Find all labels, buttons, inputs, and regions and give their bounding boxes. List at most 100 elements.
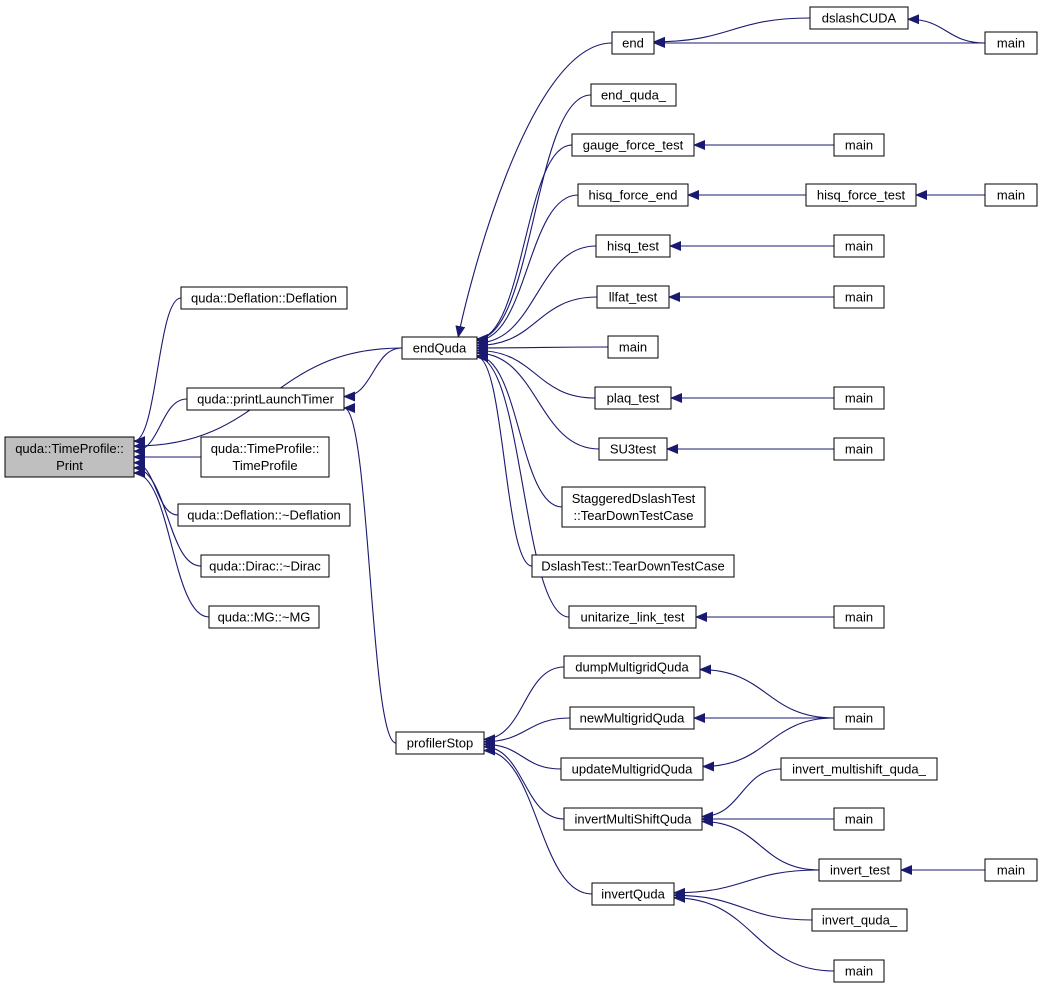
node-hisq_test[interactable]: hisq_test [595,234,671,258]
node-label: DslashTest::TearDownTestCase [541,559,725,574]
node-mg_dtor[interactable]: quda::MG::~MG [208,605,320,629]
node-label: main [997,188,1025,203]
node-dumpMultigridQuda[interactable]: dumpMultigridQuda [563,655,701,679]
node-label: ::TearDownTestCase [574,508,694,523]
node-main_hisq[interactable]: main [833,234,885,258]
node-box [984,183,1038,207]
node-deflation_dtor[interactable]: quda::Deflation::~Deflation [177,503,351,527]
edge-line [483,741,565,820]
node-box [577,183,689,207]
node-label: endQuda [413,341,467,356]
node-box [818,858,902,882]
node-label: SU3test [610,442,657,457]
node-box [531,554,735,578]
node-endQuda[interactable]: endQuda [401,336,478,360]
node-main_llfat[interactable]: main [833,285,885,309]
node-box [563,655,701,679]
edge-line [476,350,563,508]
node-main_unitarize[interactable]: main [833,605,885,629]
node-box [780,757,938,781]
node-box [598,437,668,461]
node-newMultigridQuda[interactable]: newMultigridQuda [569,706,695,730]
node-invertQuda[interactable]: invertQuda [591,882,675,906]
node-invert_quda_[interactable]: invert_quda_ [811,908,908,932]
edge-line [483,666,565,745]
node-unitarize_link_test[interactable]: unitarize_link_test [568,605,697,629]
node-main_invtest[interactable]: main [984,858,1038,882]
node-label: updateMultigridQuda [572,762,693,777]
edge-dumpMultigridQuda-to-profilerStop [483,666,565,745]
node-label: end_quda_ [601,88,667,103]
node-end[interactable]: end [611,31,655,55]
edge-line [476,352,533,567]
edge-line [673,890,813,921]
node-hisq_force_end[interactable]: hisq_force_end [577,183,689,207]
node-label: end [622,36,644,51]
node-label: TimeProfile [232,458,297,473]
node-main_ms[interactable]: main [833,807,885,831]
node-label: main [845,610,873,625]
node-plaq_test[interactable]: plaq_test [594,386,672,410]
edge-main_inv-to-invertQuda [673,892,835,972]
edge-line [483,739,562,770]
node-llfat_test[interactable]: llfat_test [596,285,670,309]
node-printLaunchTimer[interactable]: quda::printLaunchTimer [186,387,345,411]
node-box [595,234,671,258]
node-box [833,133,885,157]
node-invert_multishift_quda_[interactable]: invert_multishift_quda_ [780,757,938,781]
edge-line [907,14,986,44]
edge-line [673,869,820,898]
node-box [401,336,478,360]
node-main_mg[interactable]: main [833,706,885,730]
node-label: main [845,812,873,827]
node-main_inv[interactable]: main [833,959,885,983]
edge-deflation_ctor-to-print [133,297,182,447]
node-main_plaq[interactable]: main [833,386,885,410]
node-box [833,706,885,730]
node-su3test[interactable]: SU3test [598,437,668,461]
node-main_su3[interactable]: main [833,437,885,461]
node-main_dslash[interactable]: main [984,31,1038,55]
edge-newMultigridQuda-to-profilerStop [483,717,571,747]
edge-invertQuda-to-profilerStop [483,745,593,895]
node-box [571,133,695,157]
node-dslashCUDA[interactable]: dslashCUDA [809,6,909,30]
node-deflation_ctor[interactable]: quda::Deflation::Deflation [180,286,348,310]
node-label: main [845,711,873,726]
node-label: quda::Deflation::~Deflation [187,508,341,523]
node-print[interactable]: quda::TimeProfile::Print [4,436,135,478]
edge-line [699,664,835,719]
node-invert_test[interactable]: invert_test [818,858,902,882]
node-end_quda_[interactable]: end_quda_ [590,83,677,107]
edge-line [476,348,600,450]
node-dslash_teardown[interactable]: DslashTest::TearDownTestCase [531,554,735,578]
node-profilerStop[interactable]: profilerStop [395,731,485,755]
edge-invert_test-to-invertMultiShiftQuda [701,816,820,871]
node-main_endquda[interactable]: main [607,335,659,359]
node-box [590,83,677,107]
node-hisq_force_test[interactable]: hisq_force_test [805,183,917,207]
node-label: invert_multishift_quda_ [792,762,926,777]
edge-line [476,352,570,618]
node-label: StaggeredDslashTest [572,491,696,506]
node-updateMultigridQuda[interactable]: updateMultigridQuda [560,757,704,781]
node-dirac_dtor[interactable]: quda::Dirac::~Dirac [200,554,330,578]
node-label: main [845,239,873,254]
node-staggered_teardown[interactable]: StaggeredDslashTest::TearDownTestCase [561,486,706,528]
node-label: quda::Dirac::~Dirac [209,559,321,574]
edge-line [133,457,179,516]
node-label: profilerStop [407,736,473,751]
node-main_gauge[interactable]: main [833,133,885,157]
node-invertMultiShiftQuda[interactable]: invertMultiShiftQuda [563,807,703,831]
node-main_hisqforce[interactable]: main [984,183,1038,207]
node-label: main [997,863,1025,878]
node-box [809,6,909,30]
node-timeprofile_ctor[interactable]: quda::TimeProfile::TimeProfile [200,436,330,478]
node-label: main [845,290,873,305]
node-box [611,31,655,55]
node-gauge_force_test[interactable]: gauge_force_test [571,133,695,157]
node-box [833,605,885,629]
edge-invert_test-to-invertQuda [673,869,820,898]
node-label: invertMultiShiftQuda [574,812,692,827]
